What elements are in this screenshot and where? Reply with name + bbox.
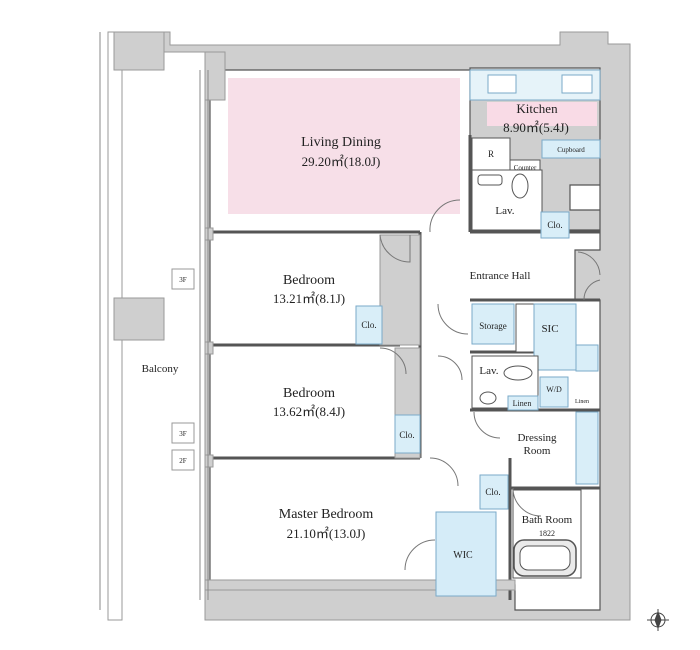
- kitchen-area: 8.90㎡(5.4J): [503, 120, 569, 135]
- cupboard-label: Cupboard: [557, 146, 585, 154]
- living-dining-area: 29.20㎡(18.0J): [302, 154, 381, 169]
- kitchen: [469, 69, 601, 159]
- bedroom2-area: 13.62㎡(8.4J): [273, 404, 345, 419]
- upper-wet-area: [471, 137, 570, 239]
- floor-tag-b: 3F: [179, 430, 187, 438]
- closet-top-label: Clo.: [547, 220, 562, 230]
- mid-wet-area: [471, 303, 599, 485]
- floor-tag-a: 3F: [179, 276, 187, 284]
- closets: [355, 305, 509, 597]
- master-bedroom-label: Master Bedroom: [279, 507, 374, 522]
- linen1-label: Linen: [513, 399, 532, 408]
- counter-label: Counter: [514, 164, 537, 172]
- closet-master-label: Clo.: [485, 487, 500, 497]
- wd-label: W/D: [546, 385, 562, 394]
- dressing-room-label-2: Room: [524, 445, 551, 457]
- wall-chunks: [204, 51, 516, 591]
- bath-room-label: Bath Room: [522, 514, 573, 526]
- compass-icon: [647, 609, 669, 631]
- dressing-room-label-1: Dressing: [517, 432, 557, 444]
- entrance-hall-label: Entrance Hall: [470, 270, 531, 282]
- balcony-label: Balcony: [142, 363, 179, 375]
- master-bedroom-area: 21.10㎡(13.0J): [287, 526, 366, 541]
- sic-label: SIC: [541, 323, 558, 335]
- living-dining-floor: [228, 78, 460, 214]
- bedroom1-label: Bedroom: [283, 273, 335, 288]
- floor-tag-c: 2F: [179, 457, 187, 465]
- bedroom2-label: Bedroom: [283, 386, 335, 401]
- living-dining-label: Living Dining: [301, 135, 381, 150]
- lav-mid-label: Lav.: [479, 365, 498, 377]
- storage-label: Storage: [479, 321, 507, 331]
- bath-room: [512, 489, 582, 579]
- kitchen-label: Kitchen: [516, 101, 558, 116]
- wic-label: WIC: [453, 550, 473, 561]
- window-lines: [99, 32, 209, 610]
- refrigerator-label: R: [488, 149, 494, 159]
- doors: [379, 199, 601, 571]
- closet-bed2-label: Clo.: [399, 430, 414, 440]
- linen2-label: Linen: [575, 399, 589, 405]
- closet-bed1-label: Clo.: [361, 320, 376, 330]
- lav-top-label: Lav.: [495, 205, 514, 217]
- bath-room-size: 1822: [539, 529, 555, 538]
- unit-tags: [171, 268, 195, 471]
- bedroom1-area: 13.21㎡(8.1J): [273, 291, 345, 306]
